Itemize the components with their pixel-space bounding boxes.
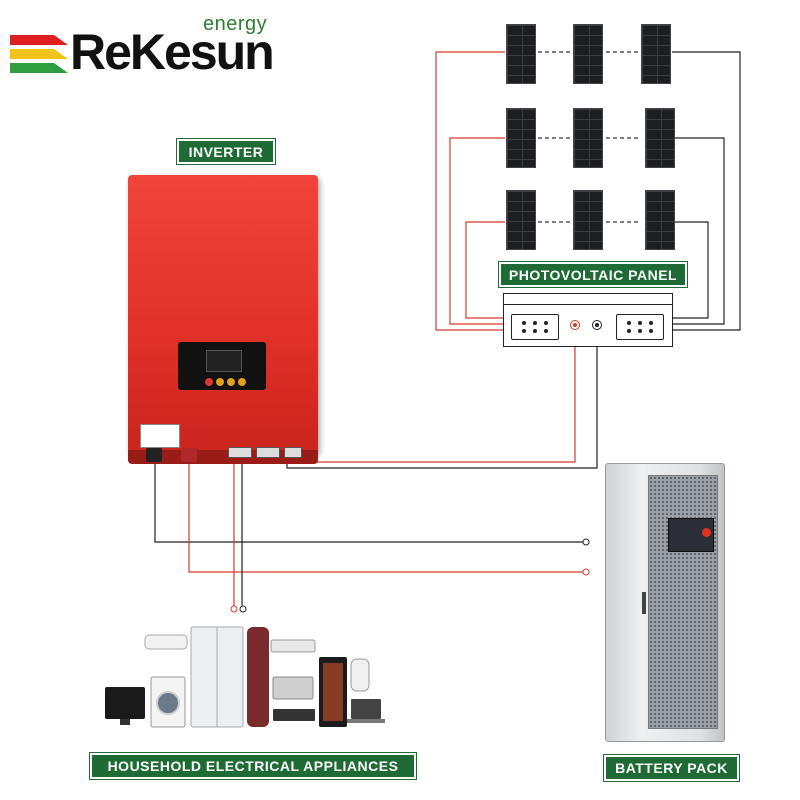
indicator-light-icon <box>238 378 246 386</box>
air-conditioner-icon <box>144 634 188 650</box>
logo-stripes-icon <box>10 35 68 73</box>
connector-block-left <box>511 314 559 340</box>
indicator-light-icon <box>227 378 235 386</box>
water-heater-icon <box>350 658 370 692</box>
combiner-box <box>503 293 673 347</box>
negative-terminal-icon <box>592 320 602 330</box>
connector-pins-icon <box>627 321 653 333</box>
household-appliances <box>105 626 385 728</box>
positive-terminal-icon <box>570 320 580 330</box>
negative-terminal-icon <box>146 448 162 462</box>
brand-name: ReKesun <box>70 24 275 80</box>
connector-pins-icon <box>522 321 548 333</box>
solar-panel <box>506 108 536 168</box>
solar-panel <box>506 24 536 84</box>
inverter-lcd <box>206 350 242 372</box>
laptop-icon <box>351 699 381 719</box>
solar-panel <box>641 24 671 84</box>
terminal-block-icon <box>284 447 302 458</box>
solar-panel <box>645 108 675 168</box>
tv-icon <box>105 687 145 719</box>
indicator-light-icon <box>205 378 213 386</box>
battery-button-icon <box>702 528 711 537</box>
purifier-icon <box>247 627 269 727</box>
indicator-light-icon <box>216 378 224 386</box>
brand-subtitle: energy <box>203 13 268 35</box>
microwave-icon <box>272 676 314 700</box>
battery-handle-icon <box>642 592 646 614</box>
positive-terminal-icon <box>181 448 197 462</box>
terminal-block-icon <box>256 447 280 458</box>
battery-door <box>648 475 718 729</box>
stove-icon <box>273 709 315 721</box>
pv-panel-label: PHOTOVOLTAIC PANEL <box>499 262 687 287</box>
solar-panel <box>645 190 675 250</box>
range-hood-icon <box>270 639 316 653</box>
solar-panel <box>573 24 603 84</box>
solar-panel <box>506 190 536 250</box>
battery-label: BATTERY PACK <box>604 755 739 781</box>
connector-block-right <box>616 314 664 340</box>
terminal-block-icon <box>228 447 252 458</box>
inverter-label: INVERTER <box>177 139 275 164</box>
solar-panel <box>573 190 603 250</box>
household-label: HOUSEHOLD ELECTRICAL APPLIANCES <box>90 753 416 779</box>
warning-label-icon <box>140 424 180 448</box>
solar-panel <box>573 108 603 168</box>
inverter-body <box>128 175 318 453</box>
